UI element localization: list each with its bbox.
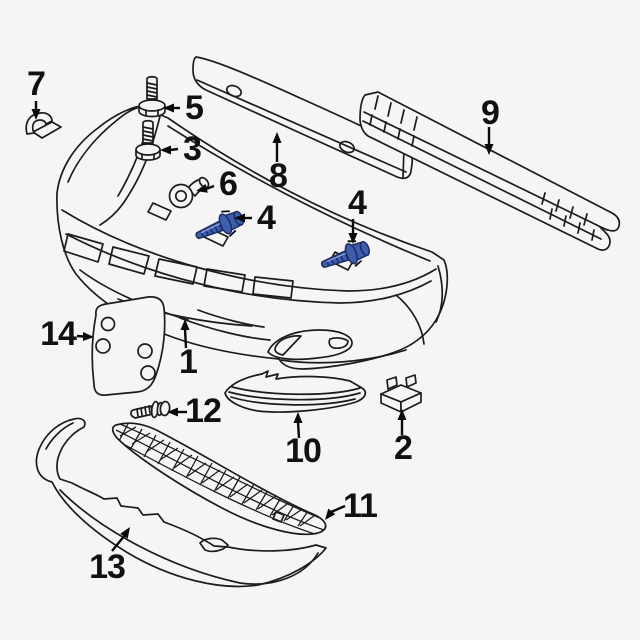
callout-label-3: 3 [183, 130, 202, 168]
callout-label-7: 7 [27, 65, 46, 103]
callout-label-4b: 4 [348, 184, 367, 222]
callout-label-11: 11 [343, 487, 378, 525]
part-12-push-pin-drawing [130, 400, 171, 419]
callout-label-2: 2 [394, 429, 413, 467]
callout-label-13: 13 [89, 548, 126, 586]
part-4-bolt-drawing-a [195, 210, 244, 240]
part-11-mesh-grille-drawing [111, 422, 327, 536]
part-6-grommet-drawing [168, 176, 210, 209]
part-8-impact-bar-drawing [192, 56, 414, 180]
callout-label-6: 6 [219, 165, 238, 203]
part-13-valance-drawing [35, 417, 327, 588]
part-4-bolt-drawing-b [320, 240, 371, 269]
part-3-screw-drawing [135, 119, 161, 161]
callout-arrows [31, 101, 494, 552]
part-10-fog-trim-drawing [224, 370, 367, 413]
part-14-license-bracket-drawing [91, 296, 166, 396]
callout-label-12: 12 [185, 392, 222, 430]
callout-label-10: 10 [285, 432, 322, 470]
part-7-clip-drawing [25, 112, 62, 139]
callout-label-9: 9 [481, 94, 500, 132]
callout-label-8: 8 [269, 157, 288, 195]
part-9-energy-absorber-drawing [359, 91, 621, 251]
callout-label-14: 14 [40, 315, 77, 353]
part-5-screw-drawing [138, 75, 166, 118]
callout-label-1: 1 [179, 343, 198, 381]
part-2-bracket-drawing [380, 374, 422, 413]
callout-label-5: 5 [185, 89, 204, 127]
callout-label-4a: 4 [257, 199, 276, 237]
